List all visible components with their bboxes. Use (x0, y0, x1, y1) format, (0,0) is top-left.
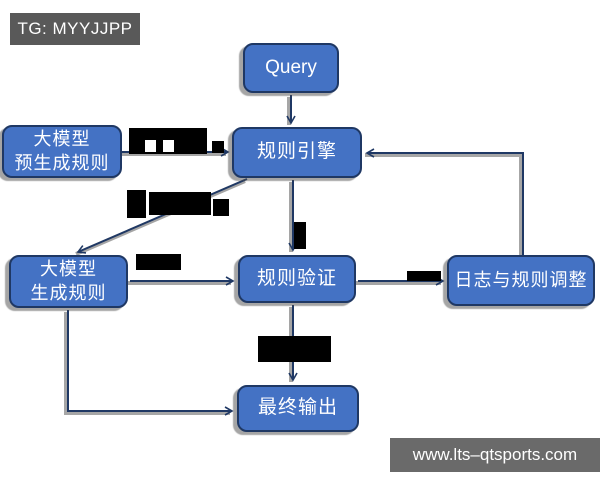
redaction-notch (145, 140, 156, 152)
edge-log-to-engine (365, 148, 524, 255)
redacted-label-engine-gen (127, 190, 146, 218)
node-rule-engine: 规则引擎 (232, 127, 362, 178)
node-rule-validation-label: 规则验证 (256, 267, 337, 289)
redacted-label-pregen-engine-fragment (212, 141, 224, 153)
node-query: Query (243, 43, 339, 93)
redacted-label-validation-final (258, 336, 331, 362)
node-query-label: Query (265, 56, 317, 78)
redacted-label-validation-log (407, 271, 441, 281)
node-final-output-label: 最终输出 (257, 397, 338, 419)
node-log-rule-adjust-label: 日志与规则调整 (454, 269, 588, 290)
node-log-rule-adjust: 日志与规则调整 (447, 255, 595, 306)
node-gen-rules-label-line2: 生成规则 (30, 282, 107, 303)
node-final-output: 最终输出 (237, 385, 359, 432)
node-gen-rules-label-line1: 大模型 (40, 259, 97, 280)
node-pregen-rules: 大模型 预生成规则 (2, 125, 122, 178)
node-rule-engine-label: 规则引擎 (256, 141, 337, 163)
tg-badge: TG: MYYJJPP (10, 13, 140, 45)
node-pregen-rules-label-line1: 大模型 (33, 129, 91, 150)
website-watermark: www.lts–qtsports.com (390, 438, 600, 472)
website-watermark-label: www.lts–qtsports.com (412, 445, 578, 464)
node-gen-rules: 大模型 生成规则 (9, 255, 128, 308)
redacted-label-engine-gen (213, 199, 229, 216)
node-rule-validation: 规则验证 (238, 255, 356, 303)
redacted-label-engine-validation (294, 222, 306, 249)
redacted-label-engine-gen (149, 192, 211, 215)
tg-badge-label: TG: MYYJJPP (17, 19, 133, 38)
redaction-notch (163, 140, 174, 152)
edge-gen-to-final (67, 310, 234, 416)
redacted-label-gen-validation (136, 254, 181, 270)
edge-engine-to-gen (76, 178, 248, 254)
node-pregen-rules-label-line2: 预生成规则 (14, 152, 110, 173)
